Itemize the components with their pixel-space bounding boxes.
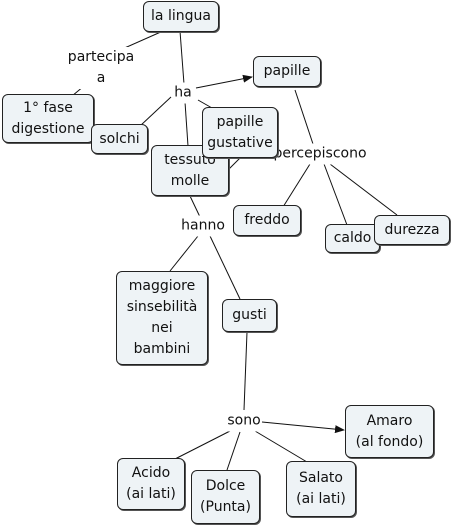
- node-gusti[interactable]: gusti: [222, 299, 277, 332]
- node-durezza[interactable]: durezza: [374, 215, 450, 245]
- node-acido[interactable]: Acido (ai lati): [117, 458, 185, 510]
- label-partecipa-a: partecipa a: [66, 47, 136, 89]
- edge-gusti-sono: [243, 331, 248, 411]
- node-papille-gustative[interactable]: papille gustative: [202, 107, 278, 158]
- edge-papille-perc: [294, 89, 314, 145]
- edge-hanno-maggiore: [169, 235, 199, 272]
- edge-perc-durezza: [329, 163, 398, 216]
- edge-ha-solchi: [139, 96, 172, 127]
- edge-ha-papille: [195, 74, 253, 89]
- edge-ha-tessuto: [184, 101, 189, 147]
- node-salato[interactable]: Salato (ai lati): [286, 461, 356, 517]
- edge-lingua-ha: [179, 30, 185, 85]
- edge-tessuto-hanno: [189, 195, 201, 218]
- node-papille[interactable]: papille: [253, 56, 321, 87]
- edge-sono-amaro: [261, 421, 345, 434]
- edge-ha-papille-gustative: [197, 99, 213, 109]
- edge-sono-salato: [254, 430, 308, 463]
- node-solchi[interactable]: solchi: [91, 124, 148, 154]
- node-dolce[interactable]: Dolce (Punta): [191, 470, 260, 524]
- edge-perc-caldo: [323, 163, 348, 226]
- edge-hanno-gusti: [209, 235, 241, 300]
- edge-lingua-partecipa: [119, 30, 164, 51]
- node-freddo[interactable]: freddo: [233, 205, 301, 236]
- node-maggiore-sensibilita[interactable]: maggiore sinsebilità nei bambini: [116, 271, 208, 365]
- node-fase-digestione[interactable]: 1° fase digestione: [2, 94, 94, 143]
- edge-perc-freddo: [282, 163, 311, 208]
- node-amaro[interactable]: Amaro (al fondo): [345, 405, 434, 458]
- label-sono: sono: [226, 410, 262, 432]
- label-ha: ha: [173, 82, 193, 104]
- label-hanno: hanno: [180, 215, 226, 237]
- node-la-lingua[interactable]: la lingua: [143, 1, 219, 32]
- edge-sono-acido: [174, 429, 233, 460]
- edge-tessuto-perc: [227, 157, 241, 171]
- label-percepiscono: percepiscono: [272, 143, 368, 165]
- edge-sono-dolce: [226, 431, 241, 471]
- node-tessuto-molle[interactable]: tessuto molle: [151, 145, 229, 196]
- node-caldo[interactable]: caldo: [325, 224, 380, 253]
